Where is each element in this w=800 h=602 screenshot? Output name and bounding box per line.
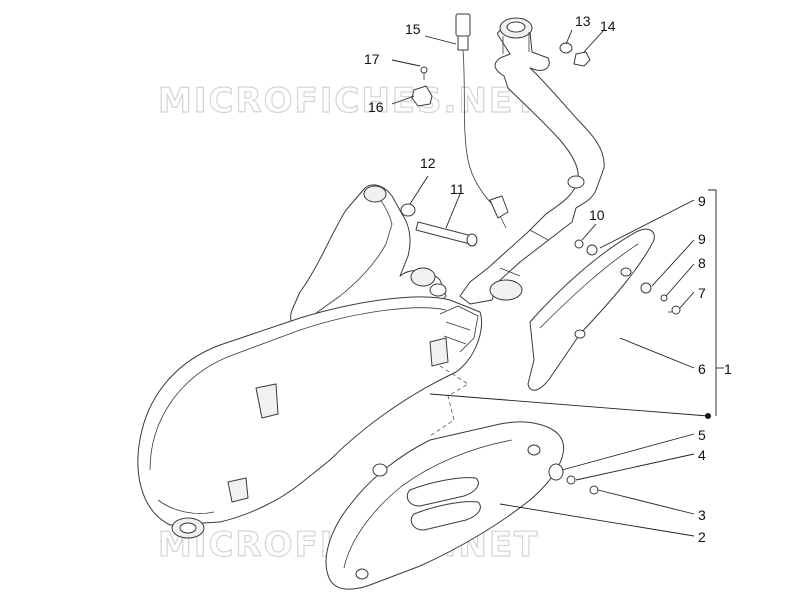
callout-9-upper: 9 [698,193,706,209]
washer-part-12 [400,203,416,217]
callout-12: 12 [420,155,436,171]
assembly-dot [705,413,711,419]
callout-13: 13 [575,13,591,29]
callout-3: 3 [698,507,706,523]
stud-part-11 [415,221,478,247]
callout-8: 8 [698,255,706,271]
screw-part-17 [420,66,428,80]
exhaust-pipe-part [459,17,605,305]
bracket-part [290,184,447,333]
callout-14: 14 [600,18,616,34]
washer-part-13 [559,42,573,54]
callout-2: 2 [698,529,706,545]
muffler-cover-part [325,421,564,590]
watermark-top: MICROFICHES.NET [158,81,539,121]
small-parts-9-8-7 [640,282,681,315]
callout-15: 15 [405,21,421,37]
small-parts-5-4-3 [548,463,599,495]
callout-5: 5 [698,427,706,443]
callout-11: 11 [450,181,465,197]
muffler-part [137,296,482,539]
callout-9-lower: 9 [698,231,706,247]
sensor-part [455,13,509,229]
callout-17: 17 [364,51,380,67]
callout-10: 10 [589,207,605,223]
callout-16: 16 [368,99,384,115]
callout-6: 6 [698,361,706,377]
clip-part-16 [411,85,433,107]
heat-shield-part [527,228,655,391]
washer-part-10 [574,239,598,256]
callout-1: 1 [724,361,732,377]
callout-7: 7 [698,285,706,301]
callout-4: 4 [698,447,706,463]
nut-part-14 [573,51,591,67]
leader-lines [391,29,724,537]
